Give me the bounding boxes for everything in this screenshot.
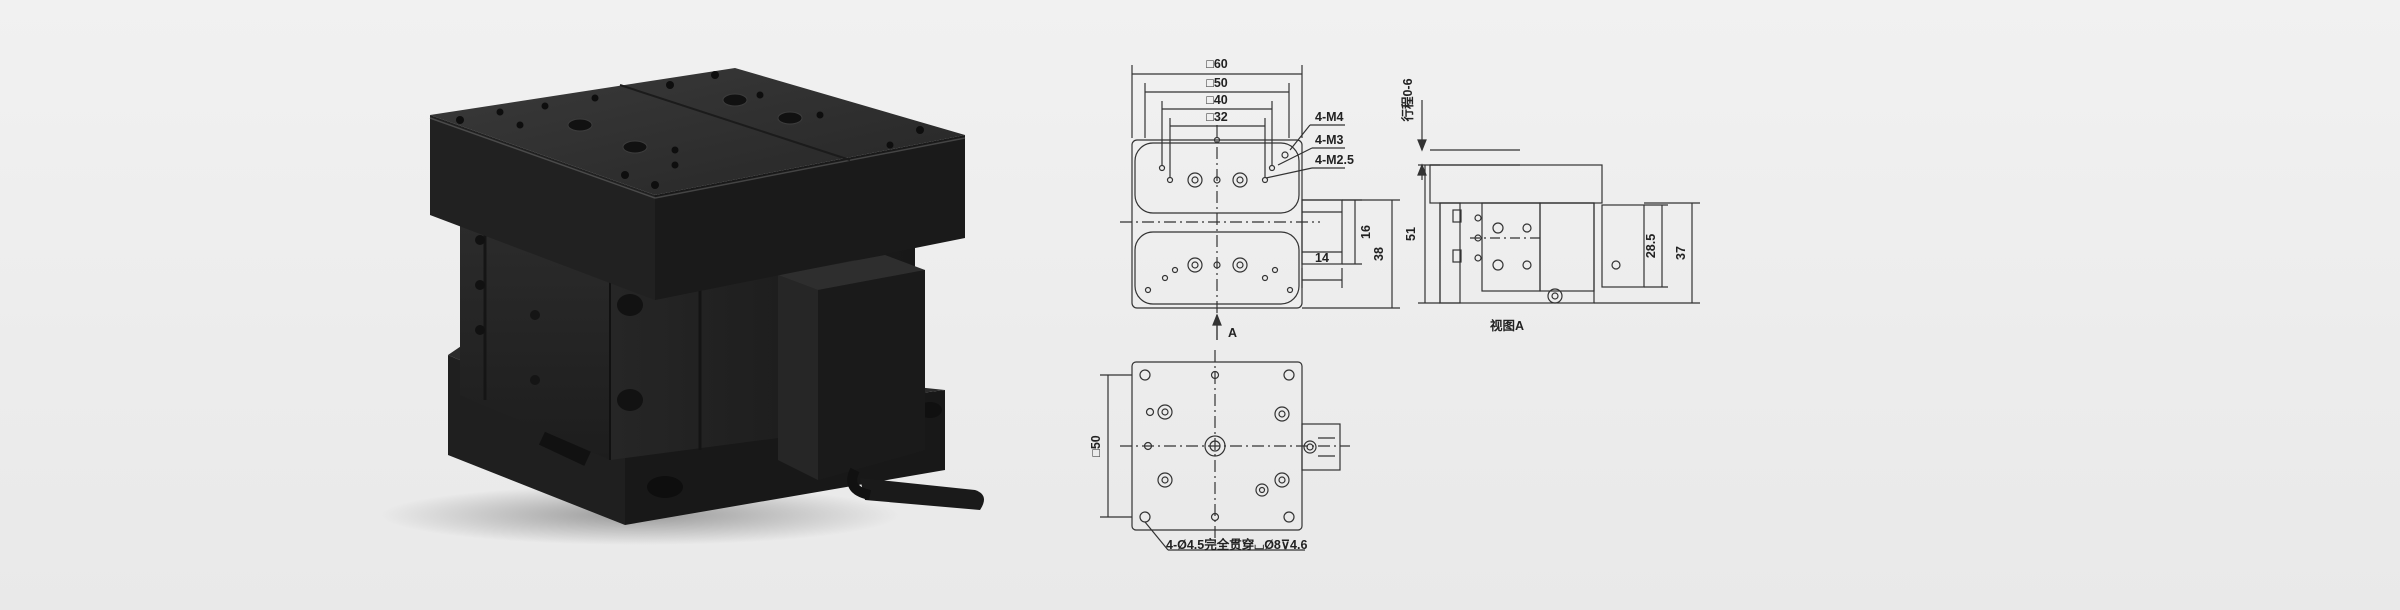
mount-hole bbox=[886, 141, 894, 149]
callout-m4: 4-M4 bbox=[1315, 110, 1344, 124]
top-view bbox=[1120, 125, 1343, 340]
mount-hole bbox=[456, 116, 464, 124]
top-view-dimensions bbox=[1131, 65, 1400, 309]
side-view-top-plate bbox=[1429, 164, 1603, 204]
counterbore-hole bbox=[567, 118, 593, 132]
screw-head bbox=[475, 325, 485, 335]
screw-head bbox=[475, 280, 485, 290]
top-view-upper-plate bbox=[1134, 142, 1300, 214]
mount-hole bbox=[516, 121, 524, 129]
counterbore-hole bbox=[622, 140, 648, 154]
bottom-view-motor bbox=[1301, 423, 1341, 471]
screw-head bbox=[475, 235, 485, 245]
travel-label: 行程0-6 bbox=[1400, 78, 1415, 122]
side-view-caption: 视图A bbox=[1490, 318, 1524, 333]
lever-handle bbox=[847, 467, 984, 510]
base-slot bbox=[538, 430, 592, 466]
dim-d14: 14 bbox=[1315, 251, 1329, 265]
dim-w40: □40 bbox=[1206, 93, 1228, 107]
side-bolt bbox=[617, 294, 643, 316]
screw-head bbox=[530, 310, 540, 320]
top-plate bbox=[429, 68, 966, 300]
view-arrow-label: A bbox=[1228, 326, 1237, 340]
mount-hole bbox=[651, 181, 659, 189]
dim-w60: □60 bbox=[1206, 57, 1228, 71]
mount-hole bbox=[756, 91, 764, 99]
screw-head bbox=[530, 375, 540, 385]
side-bolt bbox=[617, 389, 643, 411]
counterbore-hole bbox=[722, 93, 748, 107]
top-view-lower-plate bbox=[1134, 231, 1300, 305]
bottom-callout: 4-Ø4.5完全贯穿⌴Ø8⊽4.6 bbox=[1166, 537, 1307, 552]
mount-hole bbox=[816, 111, 824, 119]
side-view-motor bbox=[1601, 204, 1645, 288]
motor-housing bbox=[778, 255, 925, 480]
mount-hole bbox=[711, 71, 719, 79]
motor-outline-top bbox=[1301, 199, 1343, 265]
counterbore-hole bbox=[777, 111, 803, 125]
side-view bbox=[1417, 100, 1700, 304]
mount-hole bbox=[916, 126, 924, 134]
mount-hole bbox=[621, 171, 629, 179]
dim-d285: 28.5 bbox=[1644, 234, 1658, 258]
mount-hole bbox=[591, 94, 599, 102]
side-view-body bbox=[1439, 202, 1595, 304]
dim-bottom-d50: □50 bbox=[1089, 435, 1103, 457]
dim-d16: 16 bbox=[1359, 225, 1373, 239]
mount-hole bbox=[671, 146, 679, 154]
dim-w32: □32 bbox=[1206, 110, 1228, 124]
mount-hole bbox=[541, 102, 549, 110]
product-render bbox=[380, 68, 984, 545]
mount-hole bbox=[666, 81, 674, 89]
dim-d51: 51 bbox=[1404, 227, 1418, 241]
top-view-outline bbox=[1131, 139, 1303, 309]
drawing-labels: □60 □50 □40 □32 4-M4 4-M3 4-M2.5 16 14 3… bbox=[1089, 57, 1688, 552]
bottom-view-outline bbox=[1131, 361, 1303, 531]
callout-m25: 4-M2.5 bbox=[1315, 153, 1354, 167]
dim-w50: □50 bbox=[1206, 76, 1228, 90]
callout-m3: 4-M3 bbox=[1315, 133, 1344, 147]
base-mount-hole bbox=[647, 476, 683, 498]
mount-hole bbox=[671, 161, 679, 169]
mount-hole bbox=[496, 108, 504, 116]
bottom-view bbox=[1100, 350, 1350, 551]
dim-d37: 37 bbox=[1674, 246, 1688, 260]
dim-d38: 38 bbox=[1372, 247, 1386, 261]
